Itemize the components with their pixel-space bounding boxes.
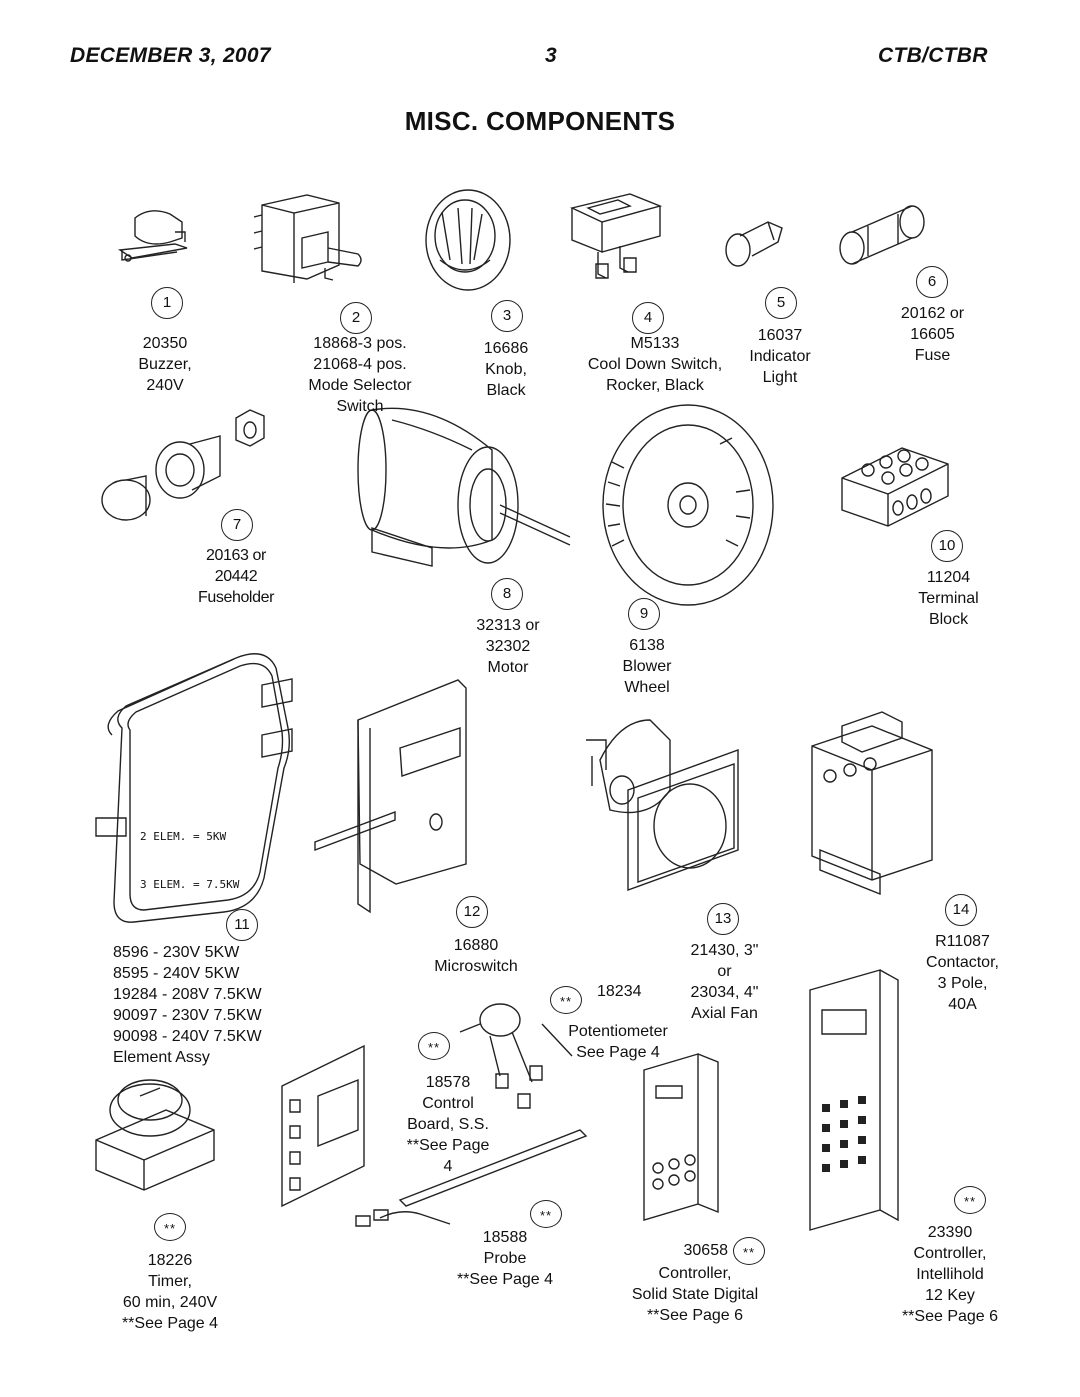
callout-8: 8 xyxy=(491,578,523,610)
motor-drawing xyxy=(358,408,570,566)
element-assy-drawing xyxy=(96,654,292,922)
page-title: MISC. COMPONENTS xyxy=(404,106,676,136)
callout-2: 2 xyxy=(340,302,372,334)
callout-6: 6 xyxy=(916,266,948,298)
callout-1: 1 xyxy=(151,287,183,319)
callout-14: 14 xyxy=(945,894,977,926)
axial-fan-drawing xyxy=(586,720,738,890)
header-date: DECEMBER 3, 2007 xyxy=(70,44,271,67)
probe-label: 18588 Probe **See Page 4 xyxy=(456,1229,554,1288)
buzzer-drawing xyxy=(120,211,187,261)
element-plate-line2: 3 ELEM. = 7.5KW xyxy=(140,878,240,891)
starred-callout-intellihold-controller: ** xyxy=(954,1186,986,1214)
callout-9: 9 xyxy=(628,598,660,630)
part-7-label: 20163 or 20442 Fuseholder xyxy=(197,547,275,606)
callout-13: 13 xyxy=(707,903,739,935)
part-4-label: M5133 Cool Down Switch, Rocker, Black xyxy=(587,335,723,394)
callout-12: 12 xyxy=(456,896,488,928)
intellihold-controller-label: 23390 Controller, Intellihold 12 Key **S… xyxy=(901,1224,999,1325)
callout-11: 11 xyxy=(226,909,258,941)
part-10-label: 11204 Terminal Block xyxy=(918,569,979,628)
starred-callout-solid-state-controller: ** xyxy=(733,1237,765,1265)
starred-callout-timer: ** xyxy=(154,1213,186,1241)
probe-drawing xyxy=(356,1130,586,1226)
terminal-block-drawing xyxy=(842,448,948,526)
part-13-label: 21430, 3" or 23034, 4" Axial Fan xyxy=(690,942,759,1022)
part-11-label: 8596 - 230V 5KW 8595 - 240V 5KW 19284 - … xyxy=(113,944,262,1066)
part-5-label: 16037 Indicator Light xyxy=(749,327,811,386)
header-model: CTB/CTBR xyxy=(878,44,988,67)
part-12-label: 16880 Microswitch xyxy=(434,937,518,975)
blower-wheel-drawing xyxy=(603,405,773,605)
element-plate-line1: 2 ELEM. = 5KW xyxy=(140,830,227,843)
control-board-label: 18578 Control Board, S.S. **See Page 4 xyxy=(406,1074,490,1175)
element-plate-label: 2 ELEM. = 5KW 3 ELEM. = 7.5KW xyxy=(140,797,239,909)
starred-callout-probe: ** xyxy=(530,1200,562,1228)
starred-callout-control-board: ** xyxy=(418,1032,450,1060)
fuseholder-drawing xyxy=(102,410,264,520)
potentiometer-part-number: 18234 xyxy=(597,983,642,1000)
part-1-label: 20350 Buzzer, 240V xyxy=(138,335,192,394)
timer-label: 18226 Timer, 60 min, 240V **See Page 4 xyxy=(121,1252,219,1332)
knob-drawing xyxy=(426,190,510,290)
part-3-label: 16686 Knob, Black xyxy=(483,340,529,399)
part-14-label: R11087 Contactor, 3 Pole, 40A xyxy=(926,933,999,1013)
solid-state-controller-part-number: 30658 xyxy=(683,1242,729,1259)
intellihold-controller-drawing xyxy=(810,970,898,1230)
indicator-light-drawing xyxy=(726,222,782,266)
fuse-drawing xyxy=(840,206,924,264)
solid-state-controller-drawing xyxy=(644,1054,718,1220)
contactor-drawing xyxy=(812,712,932,894)
microswitch-drawing xyxy=(315,680,466,912)
part-8-label: 32313 or 32302 Motor xyxy=(476,617,540,676)
timer-drawing xyxy=(96,1080,214,1190)
part-9-label: 6138 Blower Wheel xyxy=(622,637,672,696)
solid-state-controller-label: Controller, Solid State Digital **See Pa… xyxy=(631,1265,759,1324)
callout-5: 5 xyxy=(765,287,797,319)
callout-4: 4 xyxy=(632,302,664,334)
potentiometer-label: Potentiometer See Page 4 xyxy=(568,1023,668,1061)
rocker-switch-drawing xyxy=(572,194,660,278)
callout-10: 10 xyxy=(931,530,963,562)
callout-3: 3 xyxy=(491,300,523,332)
part-6-label: 20162 or 16605 Fuse xyxy=(900,305,965,364)
mode-selector-switch-drawing xyxy=(254,195,361,283)
starred-callout-potentiometer: ** xyxy=(550,986,582,1014)
part-2-label: 18868-3 pos. 21068-4 pos. Mode Selector … xyxy=(308,335,412,415)
control-board-drawing xyxy=(282,1046,364,1206)
header-page-number: 3 xyxy=(545,44,557,67)
potentiometer-drawing xyxy=(460,1004,572,1108)
callout-7: 7 xyxy=(221,509,253,541)
